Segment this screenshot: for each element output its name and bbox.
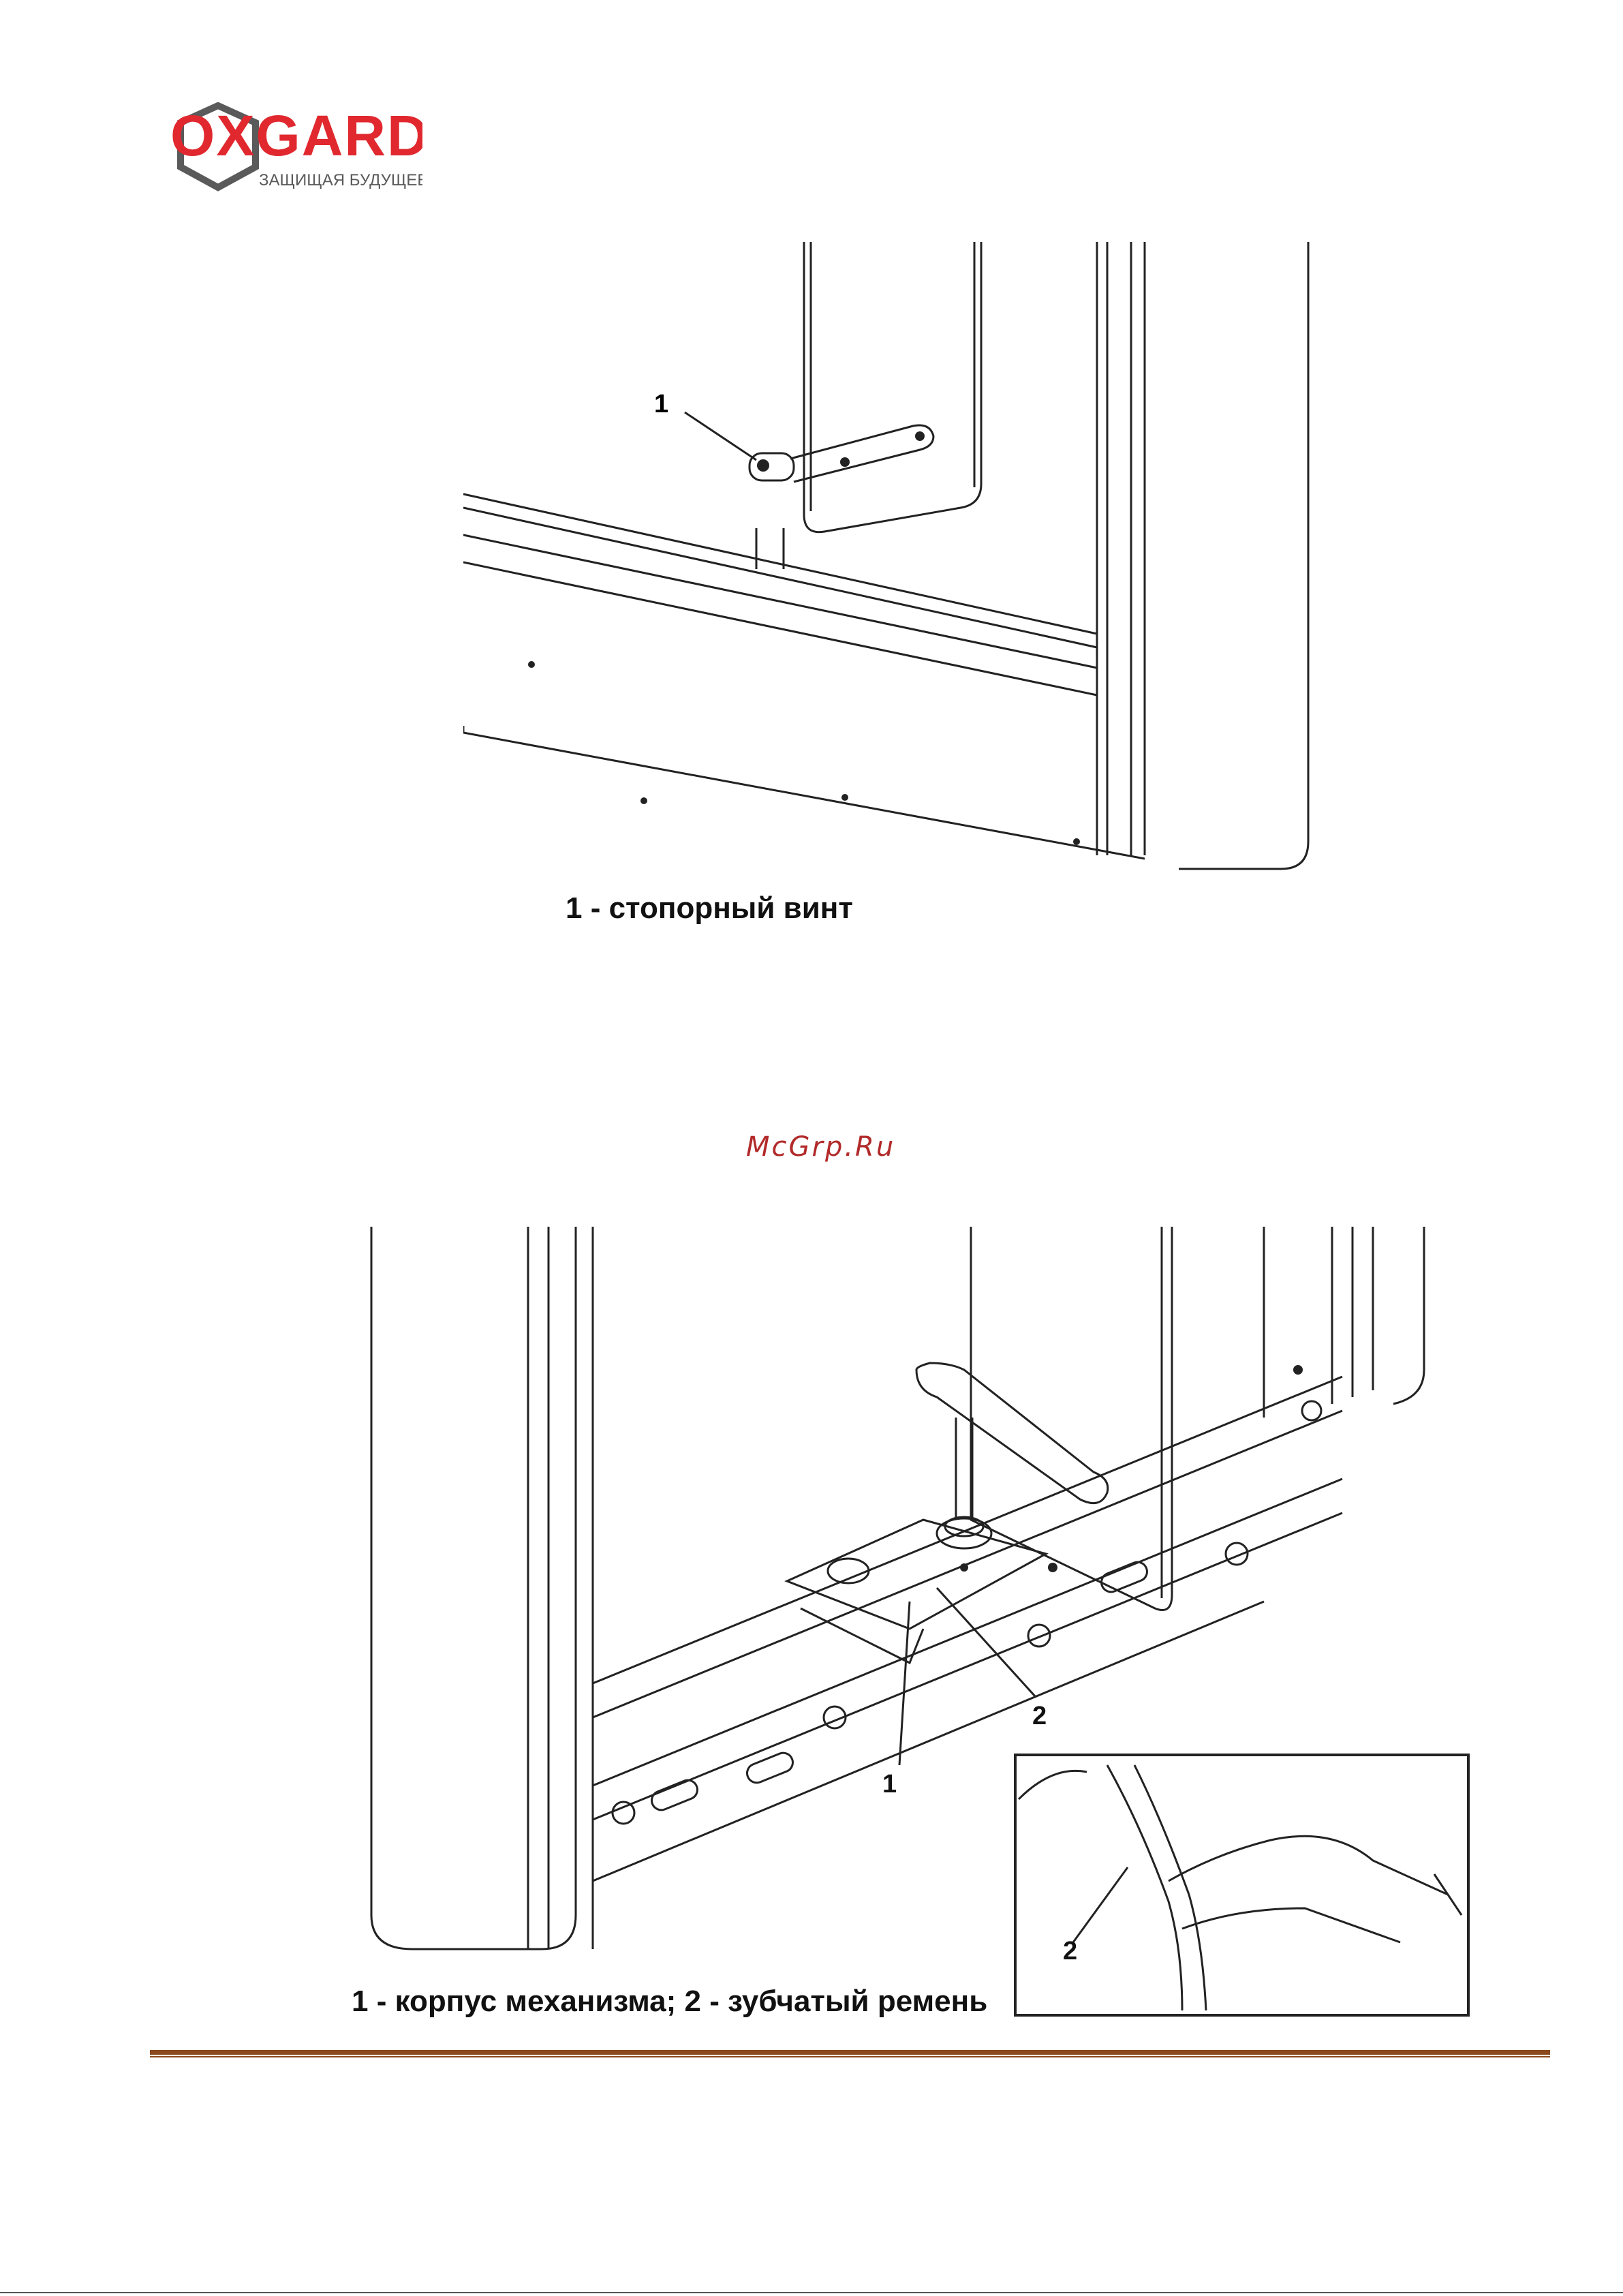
callout-1-label: 1 [882,1770,897,1798]
oxgard-logo: OXGARD ЗАЩИЩАЯ БУДУЩЕЕ [164,102,422,198]
inset-callout-2-leader [1073,1867,1128,1942]
inset-frame [1015,1755,1468,2015]
callout-1-label: 1 [654,390,668,418]
logo-tagline: ЗАЩИЩАЯ БУДУЩЕЕ [259,171,422,189]
figure-mechanism-belt: 1 2 2 [365,1227,1472,2021]
callout-2-label: 2 [1032,1702,1047,1730]
stopper-screw-icon [757,459,769,472]
figure2-caption: 1 - корпус механизма; 2 - зубчатый ремен… [352,1985,987,2019]
inset-callout-2-label: 2 [1063,1937,1077,1965]
callout-leader-line [685,412,756,460]
figure1-caption: 1 - стопорный винт [566,891,853,925]
page-bottom-border [0,2292,1623,2293]
footer-rule [150,2050,1550,2058]
logo-wordmark: OXGARD [170,104,422,168]
figure-stopper-screw: 1 [463,242,1322,879]
callout-2-leader [937,1588,1036,1697]
watermark-text: McGrp.Ru [746,1131,895,1163]
